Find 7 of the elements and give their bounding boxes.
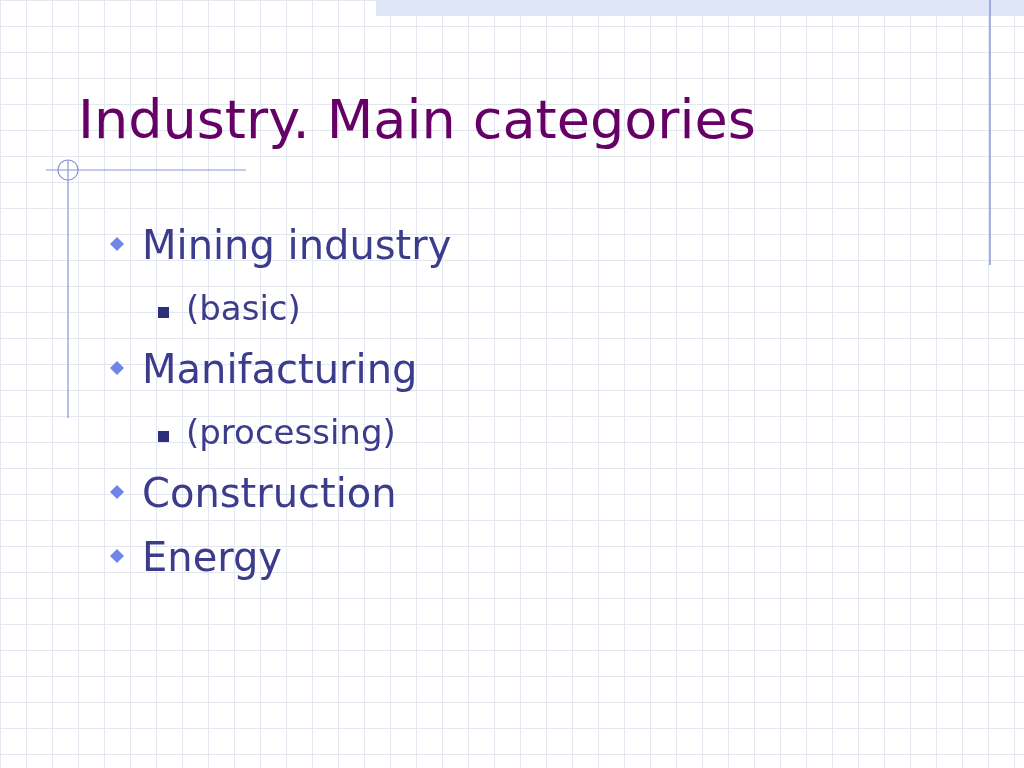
bullet-item: Manifacturing — [142, 346, 418, 392]
bullet-item: Mining industry — [142, 222, 452, 268]
sub-bullet-item: (processing) — [186, 412, 396, 452]
bullet-item: Energy — [142, 534, 283, 580]
bullet-item: Construction — [142, 470, 397, 516]
sub-bullet-item: (basic) — [186, 288, 301, 328]
slide-title: Industry. Main categories — [78, 88, 756, 151]
